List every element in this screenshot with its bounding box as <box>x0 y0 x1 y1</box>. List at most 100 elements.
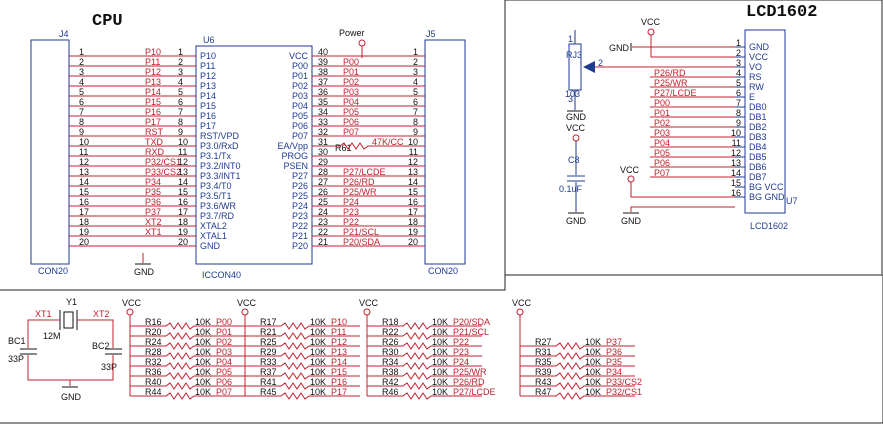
j4-pin-number: 20 <box>79 237 89 247</box>
u6-pin-number: 30 <box>318 147 328 157</box>
lcd-pin-name: DB3 <box>749 132 767 142</box>
lcd-pin-name: DB7 <box>749 172 767 182</box>
pot-pin1: 1 <box>568 34 573 44</box>
lcd-pin-name: VCC <box>749 52 769 62</box>
u6-pin-name: P27 <box>292 171 308 181</box>
j5-pin-number: 18 <box>408 217 418 227</box>
j5-pin-number: 3 <box>413 67 418 77</box>
resistor-value: 10K <box>585 387 601 397</box>
u6-pin-name: XTAL2 <box>200 221 227 231</box>
net-label: P20/SDA <box>453 317 490 327</box>
pullup-resistor <box>130 372 245 380</box>
u6-pin-number: 25 <box>318 197 328 207</box>
j4-pin-number: 10 <box>79 137 89 147</box>
net-label: XT1 <box>145 227 162 237</box>
u6-pin-name: VCC <box>289 51 309 61</box>
u6-pin-name: PROG <box>281 151 308 161</box>
bc2-label: BC2 <box>92 341 110 351</box>
u6-pin-number: 7 <box>178 107 183 117</box>
net-label: P27/LCDE <box>453 387 496 397</box>
resistor-label: R46 <box>382 387 399 397</box>
u6-pin-name: P05 <box>292 111 308 121</box>
net-label: P35 <box>145 187 161 197</box>
u6-pin-name: P13 <box>200 81 216 91</box>
u6-pin-number: 2 <box>178 57 183 67</box>
bc1-value: 33P <box>8 354 24 364</box>
u6-pin-name: P07 <box>292 131 308 141</box>
net-label: P22 <box>343 217 359 227</box>
resistor-value: 10K <box>195 357 211 367</box>
resistor-value: 10K <box>195 367 211 377</box>
u6-pin-number: 31 <box>318 137 328 147</box>
resistor-value: 10K <box>310 377 326 387</box>
freq-label: 12M <box>43 331 61 341</box>
pullup-resistor <box>367 332 482 340</box>
vcc-label: VCC <box>122 298 142 308</box>
pullup-resistor <box>130 382 245 390</box>
power-label: Power <box>339 28 365 38</box>
u6-pin-number: 11 <box>178 147 187 157</box>
pot-wiper <box>583 61 595 73</box>
pullup-resistor <box>245 382 360 390</box>
lcd-pin-number: 7 <box>736 98 741 108</box>
resistor-value: 10K <box>432 387 448 397</box>
pullup-resistor <box>245 362 360 370</box>
pullup-resistor <box>367 382 482 390</box>
bg-gnd-label: GND <box>621 216 642 226</box>
net-label: P11 <box>331 327 346 337</box>
cpu-gnd-label: GND <box>134 267 155 277</box>
pullup-resistor <box>245 372 360 380</box>
u6-pin-number: 18 <box>178 217 188 227</box>
net-label: P23 <box>453 347 469 357</box>
net-label: P05 <box>654 148 670 158</box>
resistor-label: R35 <box>535 357 552 367</box>
j4-pin-number: 13 <box>79 167 89 177</box>
j5-pin-number: 4 <box>413 77 418 87</box>
lcd-pin-name: VO <box>749 62 762 72</box>
cap-value: 0.1uF <box>559 184 583 194</box>
r61-label: R61 <box>335 143 352 153</box>
net-label: P11 <box>145 57 160 67</box>
net-label: P37 <box>606 337 622 347</box>
net-label: P24 <box>453 357 469 367</box>
resistor-label: R44 <box>145 387 162 397</box>
u6-pin-name: P3.2/INT0 <box>200 161 241 171</box>
j4-pin-number: 4 <box>79 77 84 87</box>
lcd-pin-number: 8 <box>736 108 741 118</box>
lcd-pin-number: 13 <box>731 158 741 168</box>
net-label: TXD <box>145 137 164 147</box>
j4-pin-number: 19 <box>79 227 89 237</box>
resistor-label: R42 <box>382 377 399 387</box>
net-label: P04 <box>343 97 359 107</box>
pot-pin3: 3 <box>568 94 573 104</box>
net-label: P06 <box>216 377 232 387</box>
vcc-symbol <box>363 308 371 316</box>
j4-pin-number: 5 <box>79 87 84 97</box>
j5-label: J5 <box>426 29 436 39</box>
osc-gnd-label: GND <box>61 392 82 402</box>
u6-pin-number: 33 <box>318 117 328 127</box>
pullup-resistor <box>130 322 245 330</box>
resistor-label: R25 <box>260 337 277 347</box>
j5-pin-number: 6 <box>413 97 418 107</box>
pullup-resistor <box>520 362 635 370</box>
resistor-label: R40 <box>145 377 162 387</box>
net-label: P20/SDA <box>343 237 380 247</box>
pullup-resistor <box>520 382 635 390</box>
net-label: P13 <box>145 77 161 87</box>
u6-pin-name: P3.5/T1 <box>200 191 232 201</box>
net-label: P25/WR <box>654 78 688 88</box>
j4-pin-number: 12 <box>79 157 89 167</box>
j5-connector <box>424 39 466 265</box>
bg-vcc-symbol <box>627 175 635 183</box>
lcd-gnd-label: GND <box>609 43 630 53</box>
u6-pin-number: 20 <box>178 237 188 247</box>
pullup-resistor <box>520 372 635 380</box>
bg-vcc-wire <box>630 182 735 198</box>
u6-chip <box>195 45 313 265</box>
net-label: P37 <box>145 207 161 217</box>
rj3-label: RJ3 <box>566 50 582 60</box>
cap-vcc-symbol <box>572 134 580 142</box>
net-label: P27/LCDE <box>654 88 697 98</box>
